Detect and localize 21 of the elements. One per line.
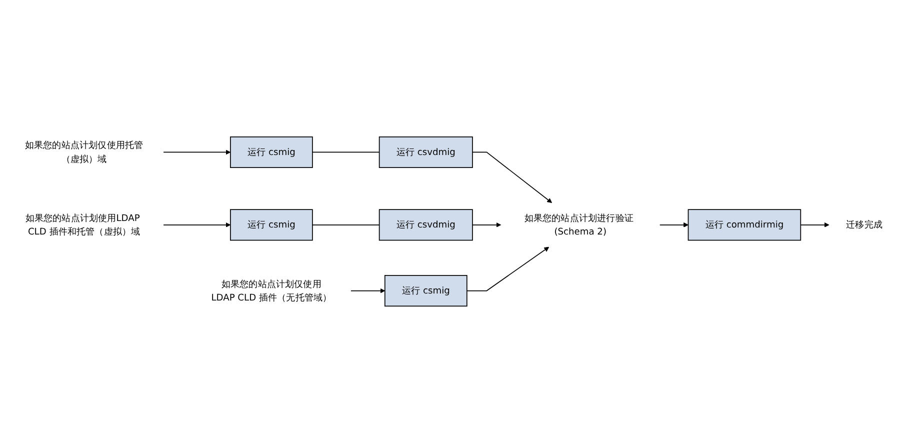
arrow	[466, 246, 550, 292]
arrow	[659, 222, 688, 228]
node-text: 如果您的站点计划进行验证 (Schema 2)	[524, 212, 634, 237]
node-box: 运行 commdirmig	[688, 209, 802, 241]
arrow	[163, 222, 231, 228]
arrow	[350, 288, 386, 294]
node-box: 运行 csvdmig	[378, 136, 473, 168]
node-text: 迁移完成	[846, 219, 882, 230]
node-box: 运行 csmig	[230, 136, 313, 168]
connector	[312, 224, 380, 226]
node-box: 运行 csmig	[230, 209, 313, 241]
node-text: 如果您的站点计划仅使用托管（虚拟）域	[24, 140, 144, 164]
node-text: 如果您的站点计划使用LDAP CLD 插件和托管（虚拟）域	[25, 212, 140, 237]
arrow	[163, 150, 231, 155]
node-text: 如果您的站点计划仅使用LDAP CLD 插件（无托管域）	[211, 278, 332, 303]
node-box: 运行 csvdmig	[378, 209, 473, 241]
connector	[312, 152, 380, 153]
arrow	[472, 222, 502, 228]
node-box: 运行 csmig	[384, 275, 468, 307]
arrow	[800, 222, 830, 228]
arrow	[472, 152, 552, 203]
